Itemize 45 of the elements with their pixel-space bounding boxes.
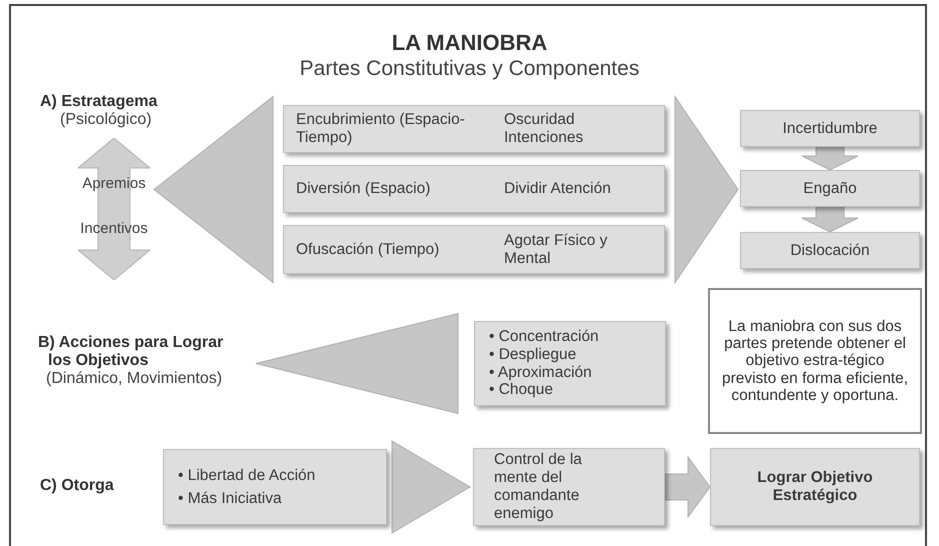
note-text: La maniobra con sus dos partes pretende obtener el objetivo estra-tégico previsto en forma eficiente, contundente y oportuna. xyxy=(720,318,910,404)
arrow xyxy=(256,313,458,414)
process-box xyxy=(473,448,665,526)
box-text: Dislocación xyxy=(790,242,870,260)
section-heading: B) Acciones para Lograr los Objetivos xyxy=(38,334,224,370)
arrow xyxy=(674,96,739,283)
process-box xyxy=(740,110,920,147)
box-text: Agotar Físico y Mental xyxy=(504,232,608,268)
box-text: Lograr Objetivo Estratégico xyxy=(756,469,874,505)
section-heading: C) Otorga xyxy=(40,477,115,495)
diagram-subtitle: Partes Constitutivas y Componentes xyxy=(298,57,640,81)
process-box xyxy=(283,105,665,153)
list-item: • Concentración xyxy=(489,328,600,346)
list-item: • Despliegue xyxy=(489,346,578,364)
box-text: Oscuridad Intenciones xyxy=(504,111,584,147)
diagram-title: LA MANIOBRA xyxy=(390,30,548,56)
list-item: • Choque xyxy=(489,381,554,400)
list-item: • Más Iniciativa xyxy=(178,490,283,508)
process-box xyxy=(283,165,665,213)
section-subheading: (Psicológico) xyxy=(59,111,153,129)
list-box xyxy=(474,321,666,406)
list-item: • Libertad de Acción xyxy=(178,466,316,484)
arrow xyxy=(153,96,274,283)
arrow xyxy=(392,440,471,534)
box-text: Control de la mente del comandante enemigo xyxy=(493,451,583,523)
arrow xyxy=(802,146,858,171)
box-text: Dividir Atención xyxy=(504,180,612,198)
arrow xyxy=(664,455,711,519)
box-text: Ofuscación (Tiempo) xyxy=(296,240,440,258)
box-text: Encubrimiento (Espacio-Tiempo) xyxy=(296,111,466,147)
section-subheading: (Dinámico, Movimientos) xyxy=(45,370,224,388)
process-box xyxy=(283,225,665,274)
arrow-label: Apremios xyxy=(81,175,147,192)
box-text: Diversión (Espacio) xyxy=(296,180,432,198)
process-box xyxy=(740,232,920,269)
note-box xyxy=(708,288,922,434)
box-text: Engaño xyxy=(803,180,857,198)
list-item: • Aproximación xyxy=(489,364,593,382)
list-box xyxy=(163,449,387,525)
result-box xyxy=(710,448,920,526)
section-heading: A) Estratagema xyxy=(40,93,158,111)
arrow-label: Incentivos xyxy=(79,220,149,237)
box-text: Incertidumbre xyxy=(782,120,878,138)
arrow xyxy=(802,206,858,233)
process-box xyxy=(740,170,920,207)
